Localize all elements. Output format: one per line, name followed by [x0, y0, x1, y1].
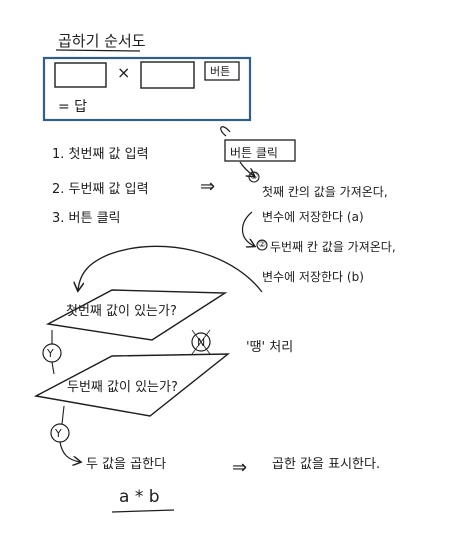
- step-b-line-2: 변수에 저장한다 (b): [262, 270, 364, 284]
- sketch-button-label: 버튼: [210, 65, 231, 78]
- decision-2-diamond: [33, 353, 231, 417]
- yes-2-label: Y: [55, 427, 62, 440]
- sketch-button-box: [204, 61, 240, 81]
- decision-2-question: 두번째 값이 있는가?: [67, 380, 178, 395]
- loop-to-decision: [78, 245, 263, 292]
- step-a-to-step-b: [241, 211, 255, 246]
- result-arrow: ⇒: [232, 457, 248, 478]
- no-action: '땡' 처리: [246, 340, 294, 355]
- no-label: N: [197, 336, 206, 349]
- no-branch-line: [191, 329, 211, 355]
- marker-2-circle: [256, 239, 268, 251]
- decision-1-question: 첫번째 값이 있는가?: [66, 304, 177, 319]
- ui-frame: [42, 56, 252, 122]
- marker-1: ①: [250, 172, 259, 182]
- steps-arrow: ⇒: [200, 176, 216, 197]
- formula-underline: [111, 509, 175, 513]
- hook-arrow: [220, 126, 231, 137]
- formula: a * b: [119, 487, 160, 507]
- diagram-title: 곱하기 순서도: [58, 32, 146, 50]
- step-2: 2. 두번째 값 입력: [52, 182, 149, 197]
- yes-2-arrow: [59, 441, 80, 462]
- display-result-text: 곱한 값을 표시한다.: [272, 457, 381, 472]
- first-input-box: [54, 62, 107, 88]
- step-a-line-1: 첫째 칸의 값을 가져온다,: [262, 185, 388, 199]
- step-1: 1. 첫번째 값 입력: [52, 147, 149, 162]
- times-sign: ×: [117, 63, 131, 82]
- button-click-box: [224, 139, 296, 162]
- step-b-line-1: 두번째 칸 값을 가져온다,: [270, 240, 396, 254]
- click-to-step-a: [239, 161, 254, 176]
- decision-1-diamond: [45, 289, 228, 341]
- step-3: 3. 버튼 클릭: [52, 211, 121, 226]
- yes-1-line: [51, 330, 55, 375]
- yes-2-line: [61, 405, 65, 425]
- marker-2: ②: [258, 240, 267, 250]
- marker-1-circle: [248, 171, 260, 183]
- second-input-box: [140, 61, 195, 89]
- button-click-label: 버튼 클릭: [230, 146, 278, 160]
- result-label: = 답: [58, 99, 88, 115]
- title-underline: [55, 49, 141, 52]
- multiply-text: 두 값을 곱한다: [86, 457, 167, 472]
- step-a-line-2: 변수에 저장한다 (a): [262, 210, 364, 224]
- no-circle: [191, 332, 211, 352]
- yes-1-label: Y: [47, 347, 54, 360]
